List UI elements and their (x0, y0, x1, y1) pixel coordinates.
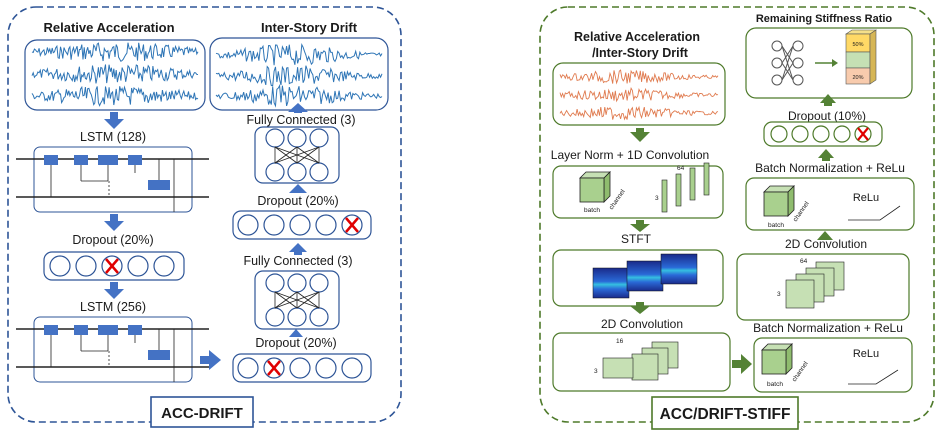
waveform-trace (215, 65, 383, 87)
green-arrow-up-1 (820, 94, 836, 106)
green-arrow-up-2 (818, 149, 834, 161)
relu-curve-icon (848, 369, 899, 385)
lstm1-cell (15, 146, 210, 213)
bn-top-relu-text: ReLu (853, 192, 879, 204)
waveform-trace (31, 42, 199, 63)
arrow-down-2 (104, 214, 124, 231)
arrow-up-2 (289, 243, 307, 255)
right-title-badge (651, 396, 799, 430)
green-arrow-down-1 (630, 128, 650, 142)
right-input-label-line2: /Inter-Story Drift (592, 46, 689, 60)
fc-lower-label: Fully Connected (3) (243, 254, 352, 268)
right-title-badge-text: ACC/DRIFT-STIFF (660, 406, 791, 423)
layernorm-cube (579, 171, 611, 203)
dropped-neuron-x-icon (267, 360, 281, 376)
waveform-trace (31, 64, 199, 84)
arrow-up-3 (289, 184, 307, 193)
conv2d-right-label: 2D Convolution (785, 237, 867, 251)
stiffness-pct-top: 50% (852, 42, 863, 48)
dropped-neuron-x-icon (105, 258, 119, 274)
waveform-trace (215, 42, 383, 66)
right-input-label-line1: Relative Acceleration (574, 30, 700, 44)
conv1d-filters (661, 162, 710, 213)
output-arrow-icon (815, 59, 838, 67)
output-network-icon (771, 40, 804, 86)
right-signal-box (552, 62, 726, 126)
bn-bottom-relu-text: ReLu (853, 348, 879, 360)
conv2d-right-dim-3: 3 (777, 291, 781, 298)
dropped-neuron-x-icon (345, 217, 359, 233)
drift-waveform (215, 42, 383, 108)
green-arrow-right (732, 354, 752, 374)
lstm2-cell (15, 316, 210, 383)
left-title-badge (150, 396, 254, 428)
dropout-right-bottom-label: Dropout (20%) (255, 336, 336, 350)
waveform-trace (559, 105, 719, 121)
dropout-right-mid-label: Dropout (20%) (257, 194, 338, 208)
conv2d-right-dim-64: 64 (800, 258, 808, 265)
waveform-trace (215, 83, 383, 108)
stft-label: STFT (621, 232, 652, 246)
arrow-right-1 (200, 350, 221, 370)
green-arrow-down-2 (630, 220, 650, 232)
green-arrow-down-3 (630, 302, 650, 314)
bn-bottom-batch-label: batch (767, 381, 783, 388)
conv2d-left-label: 2D Convolution (601, 317, 683, 331)
bn-top-batch-label: batch (768, 222, 784, 229)
bn-top-label: Batch Normalization + ReLu (755, 161, 905, 175)
conv1d-dim-3: 3 (655, 195, 659, 202)
stiffness-pct-bottom: 20% (852, 75, 863, 81)
bn-bottom-cube (761, 343, 793, 375)
arrow-up-1 (289, 329, 303, 337)
fc-lower-network (265, 273, 329, 327)
conv2d-left-dim-16: 16 (616, 338, 624, 345)
left-output-label: Inter-Story Drift (261, 20, 358, 35)
relu-curve-icon (848, 205, 901, 221)
right-output-label: Remaining Stiffness Ratio (756, 13, 893, 25)
waveform-trace (559, 69, 719, 85)
bn-top-cube (763, 185, 795, 217)
dropout-left-label: Dropout (20%) (72, 233, 153, 247)
bn-bottom-box (753, 337, 913, 393)
conv1d-dim-64: 64 (677, 165, 685, 172)
green-arrow-up-3 (817, 231, 833, 240)
dropped-neuron-x-icon (857, 127, 869, 141)
arrow-down-1 (104, 112, 124, 129)
waveform-trace (559, 87, 719, 103)
layernorm-batch-label: batch (584, 207, 600, 214)
acceleration-waveform (31, 42, 199, 107)
fc-upper-label: Fully Connected (3) (246, 113, 355, 127)
right-input-waveform (559, 69, 719, 121)
conv2d-right-filters (785, 261, 845, 309)
arrow-down-3 (104, 282, 124, 299)
lstm2-label: LSTM (256) (80, 300, 146, 314)
arrow-up-4 (288, 103, 308, 113)
left-title-badge-text: ACC-DRIFT (161, 405, 243, 422)
layernorm-label: Layer Norm + 1D Convolution (551, 148, 709, 162)
waveform-trace (31, 85, 199, 107)
lstm1-label: LSTM (128) (80, 130, 146, 144)
right-panel-border (539, 6, 935, 423)
fc-upper-network (265, 128, 329, 182)
stiffness-bar-icon (845, 29, 877, 85)
layernorm-box (552, 165, 724, 219)
conv2d-left-dim-3: 3 (594, 368, 598, 375)
bn-bottom-label: Batch Normalization + ReLu (753, 321, 903, 335)
conv2d-left-filters (602, 341, 679, 381)
right-dropout-label: Dropout (10%) (788, 109, 866, 123)
spectrogram-stack (592, 253, 698, 299)
left-input-label: Relative Acceleration (43, 20, 174, 35)
